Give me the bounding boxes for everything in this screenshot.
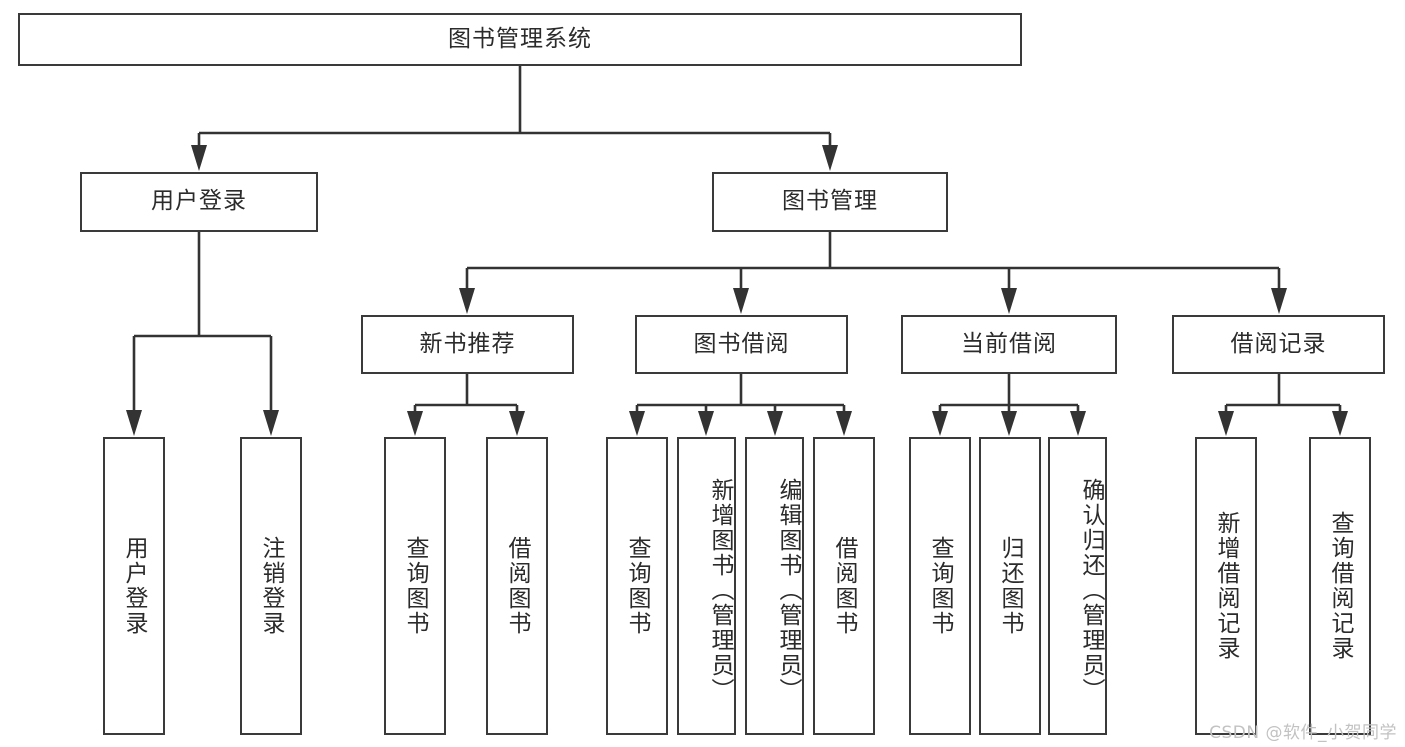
node-new-book-recommend[interactable]: 新书推荐 (361, 315, 574, 374)
arrow-borrow-c4 (836, 411, 852, 436)
arrow-bookmgmt-c2 (733, 288, 749, 314)
arrow-bookmgmt-c1 (459, 288, 475, 314)
arrow-current-c1 (932, 411, 948, 436)
arrow-bookmgmt-c4 (1271, 288, 1287, 314)
arrow-record-c1 (1218, 411, 1234, 436)
arrow-userlogin-c2 (263, 410, 279, 436)
arrow-current-c2 (1001, 411, 1017, 436)
leaf-user-login[interactable]: 用户登录 (103, 437, 165, 735)
arrow-userlogin-c1 (126, 410, 142, 436)
arrow-borrow-c1 (629, 411, 645, 436)
node-current-borrow[interactable]: 当前借阅 (901, 315, 1117, 374)
arrow-bookmgmt-c3 (1001, 288, 1017, 314)
arrow-borrow-c2 (698, 411, 714, 436)
node-book-management[interactable]: 图书管理 (712, 172, 948, 232)
node-book-borrow[interactable]: 图书借阅 (635, 315, 848, 374)
leaf-add-borrow-record[interactable]: 新增借阅记录 (1195, 437, 1257, 735)
node-user-login[interactable]: 用户登录 (80, 172, 318, 232)
leaf-edit-book-admin[interactable]: 编辑图书（管理员） (745, 437, 804, 735)
arrow-root-to-userlogin (191, 145, 207, 171)
leaf-return-book[interactable]: 归还图书 (979, 437, 1041, 735)
arrow-newbook-c2 (509, 411, 525, 436)
leaf-query-book-recommend[interactable]: 查询图书 (384, 437, 446, 735)
node-borrow-record[interactable]: 借阅记录 (1172, 315, 1385, 374)
leaf-borrow-book[interactable]: 借阅图书 (813, 437, 875, 735)
node-root-system[interactable]: 图书管理系统 (18, 13, 1022, 66)
leaf-query-book-current[interactable]: 查询图书 (909, 437, 971, 735)
arrow-newbook-c1 (407, 411, 423, 436)
arrow-root-to-bookmgmt (822, 145, 838, 171)
leaf-confirm-return-admin[interactable]: 确认归还（管理员） (1048, 437, 1107, 735)
csdn-watermark: CSDN @软件_小贺同学 (1209, 723, 1397, 743)
arrow-borrow-c3 (767, 411, 783, 436)
arrow-record-c2 (1332, 411, 1348, 436)
leaf-logout[interactable]: 注销登录 (240, 437, 302, 735)
leaf-query-borrow-record[interactable]: 查询借阅记录 (1309, 437, 1371, 735)
leaf-borrow-book-recommend[interactable]: 借阅图书 (486, 437, 548, 735)
leaf-add-book-admin[interactable]: 新增图书（管理员） (677, 437, 736, 735)
arrow-current-c3 (1070, 411, 1086, 436)
leaf-query-book-borrow[interactable]: 查询图书 (606, 437, 668, 735)
